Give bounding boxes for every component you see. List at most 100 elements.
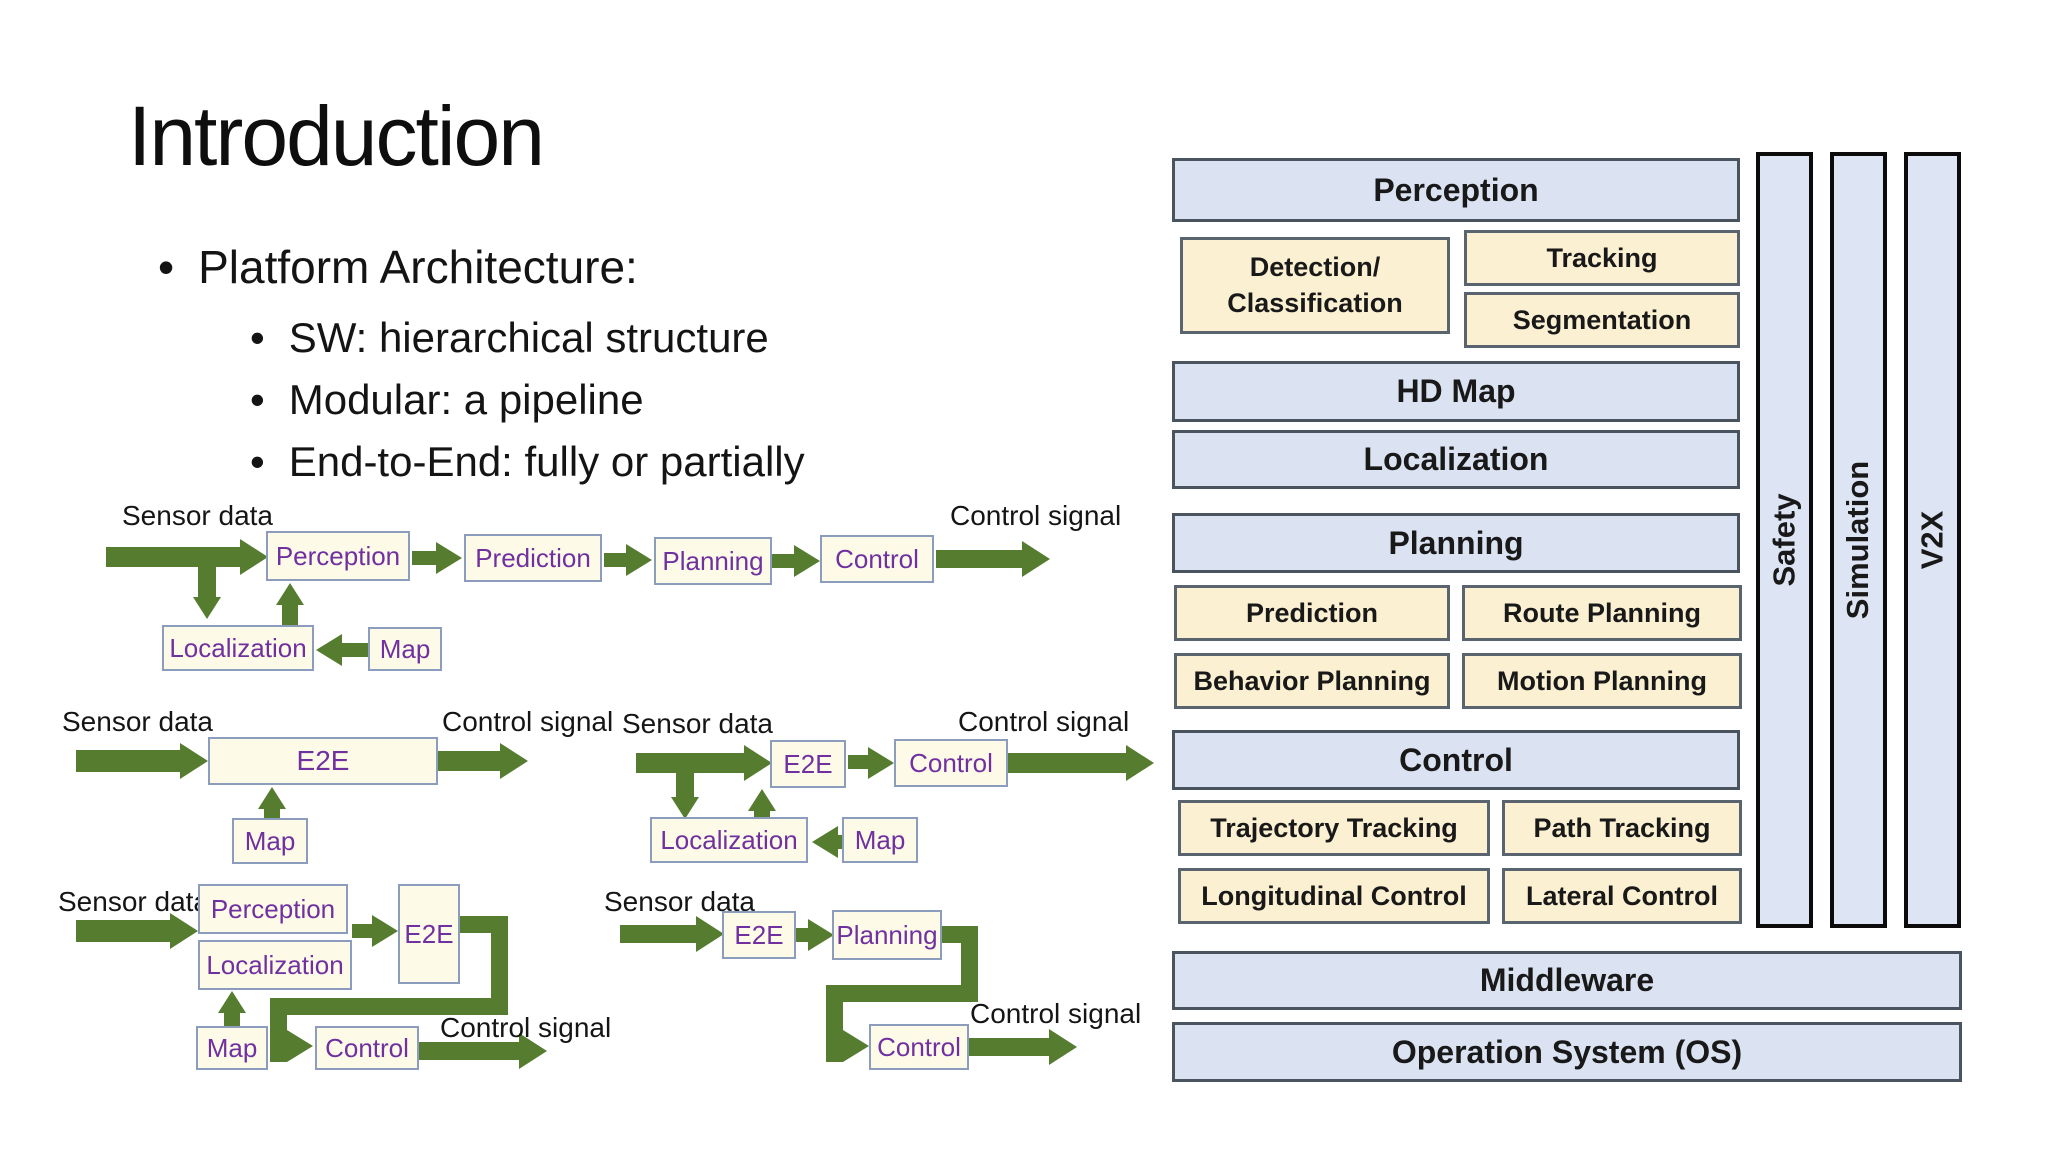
- stack-route-planning-box: Route Planning: [1462, 585, 1742, 641]
- d1-map-box: Map: [368, 627, 442, 671]
- sidebar-simulation: Simulation: [1830, 152, 1887, 928]
- d1-arrow1-head: [436, 542, 462, 574]
- d5-output-arrow-shaft: [969, 1038, 1049, 1056]
- stack-hd-map-header: HD Map: [1172, 361, 1740, 422]
- d2-map-box: Map: [232, 818, 308, 864]
- d1-sensor-arrow-head: [240, 539, 268, 575]
- d5-path-head: [843, 1030, 869, 1062]
- d4-output-arrow-shaft: [419, 1042, 519, 1060]
- d4-e2e-box: E2E: [398, 884, 460, 984]
- d5-output-arrow-head: [1049, 1029, 1077, 1065]
- d1-localization-up-shaft: [282, 605, 298, 625]
- sidebar-simulation-label: Simulation: [1840, 460, 1876, 620]
- d5-sensor-arrow-shaft: [620, 925, 696, 943]
- d1-output-arrow-shaft: [936, 550, 1022, 568]
- d1-prediction-box: Prediction: [464, 534, 602, 582]
- d1-arrow1-shaft: [412, 551, 436, 565]
- d3-arrow1-shaft: [848, 755, 868, 769]
- d4-sensor-arrow-shaft: [76, 920, 170, 942]
- d5-path-seg-b: [961, 926, 978, 1002]
- d1-arrow2-head: [626, 544, 652, 576]
- d4-control-signal-label: Control signal: [440, 1012, 612, 1043]
- d2-map-up-shaft: [264, 809, 280, 818]
- stack-os-bar: Operation System (OS): [1172, 1022, 1962, 1082]
- stack-motion-planning-box: Motion Planning: [1462, 653, 1742, 709]
- d1-arrow2-shaft: [604, 553, 626, 567]
- d4-map-box: Map: [196, 1026, 268, 1070]
- d5-control-box: Control: [869, 1024, 969, 1070]
- d1-sensor-arrow-shaft: [106, 547, 240, 567]
- stack-detection-classification-box: Detection/ Classification: [1180, 237, 1450, 334]
- d4-path-seg-b: [491, 916, 508, 1015]
- d4-path-head: [287, 1030, 313, 1062]
- d4-output-arrow-head: [519, 1033, 547, 1069]
- d5-arrow1-head: [808, 919, 834, 951]
- d1-sensor-data-label: Sensor data: [122, 500, 273, 531]
- d5-control-signal-label: Control signal: [970, 998, 1142, 1029]
- d1-branch-down-head: [193, 597, 221, 619]
- stack-behavior-planning-box: Behavior Planning: [1174, 653, 1450, 709]
- d2-sensor-arrow-head: [180, 743, 208, 779]
- d1-control-signal-label: Control signal: [950, 500, 1122, 531]
- stack-tracking-box: Tracking: [1464, 230, 1740, 286]
- stack-segmentation-box: Segmentation: [1464, 292, 1740, 348]
- d5-path-seg-c: [826, 985, 978, 1002]
- d3-map-arrow-head: [812, 826, 838, 858]
- d4-map-up-shaft: [224, 1013, 240, 1026]
- bullet-modular-pipeline: Modular: a pipeline: [250, 376, 644, 424]
- d2-control-signal-label: Control signal: [442, 706, 614, 737]
- bullet-end-to-end: End-to-End: fully or partially: [250, 438, 805, 486]
- d3-control-signal-label: Control signal: [958, 706, 1130, 737]
- bullet-platform-architecture: Platform Architecture:: [158, 240, 638, 294]
- d2-output-arrow-shaft: [438, 751, 500, 771]
- d5-arrow1-shaft: [796, 928, 808, 942]
- d3-output-arrow-head: [1126, 745, 1154, 781]
- d4-map-up-head: [218, 991, 246, 1013]
- d4-localization-box: Localization: [198, 940, 352, 990]
- stack-trajectory-tracking-box: Trajectory Tracking: [1178, 800, 1490, 856]
- d1-planning-box: Planning: [654, 537, 772, 585]
- bullet-sw-hierarchical: SW: hierarchical structure: [250, 314, 769, 362]
- d3-output-arrow-shaft: [1008, 753, 1126, 773]
- d2-output-arrow-head: [500, 743, 528, 779]
- page-title: Introduction: [128, 89, 545, 183]
- d5-e2e-box: E2E: [722, 911, 796, 959]
- d3-branch-down-head: [671, 797, 699, 819]
- d1-localization-up-head: [276, 583, 304, 605]
- stack-middleware-bar: Middleware: [1172, 951, 1962, 1010]
- d1-branch-down-shaft: [198, 547, 216, 597]
- stack-path-tracking-box: Path Tracking: [1502, 800, 1742, 856]
- d3-arrow1-head: [868, 747, 894, 779]
- d1-output-arrow-head: [1022, 541, 1050, 577]
- stack-localization-header: Localization: [1172, 430, 1740, 489]
- stack-planning-header: Planning: [1172, 513, 1740, 573]
- d2-sensor-arrow-shaft: [76, 750, 180, 772]
- d4-sensor-data-label: Sensor data: [58, 886, 209, 917]
- d1-control-box: Control: [820, 535, 934, 583]
- d5-path-seg-d: [826, 985, 843, 1062]
- d3-localization-box: Localization: [650, 817, 808, 863]
- d1-localization-box: Localization: [162, 625, 314, 671]
- d5-planning-box: Planning: [832, 910, 942, 960]
- d3-branch-down-shaft: [676, 753, 694, 797]
- stack-perception-header: Perception: [1172, 158, 1740, 222]
- d3-localization-up-head: [748, 789, 776, 811]
- d4-control-box: Control: [315, 1026, 419, 1070]
- stack-lateral-control-box: Lateral Control: [1502, 868, 1742, 924]
- d3-localization-up-shaft: [754, 811, 770, 817]
- d1-arrow3-head: [794, 545, 820, 577]
- stack-prediction-box: Prediction: [1174, 585, 1450, 641]
- d1-map-arrow-shaft: [342, 643, 368, 657]
- d3-map-box: Map: [842, 817, 918, 863]
- stack-longitudinal-control-box: Longitudinal Control: [1178, 868, 1490, 924]
- stack-control-header: Control: [1172, 730, 1740, 790]
- sidebar-safety: Safety: [1756, 152, 1813, 928]
- d2-sensor-data-label: Sensor data: [62, 706, 213, 737]
- d3-e2e-box: E2E: [770, 740, 846, 788]
- d4-path-seg-d: [270, 998, 287, 1062]
- d1-arrow3-shaft: [772, 554, 794, 568]
- d1-map-arrow-head: [316, 634, 342, 666]
- d4-arrow1-shaft: [352, 924, 372, 938]
- d3-sensor-data-label: Sensor data: [622, 708, 773, 739]
